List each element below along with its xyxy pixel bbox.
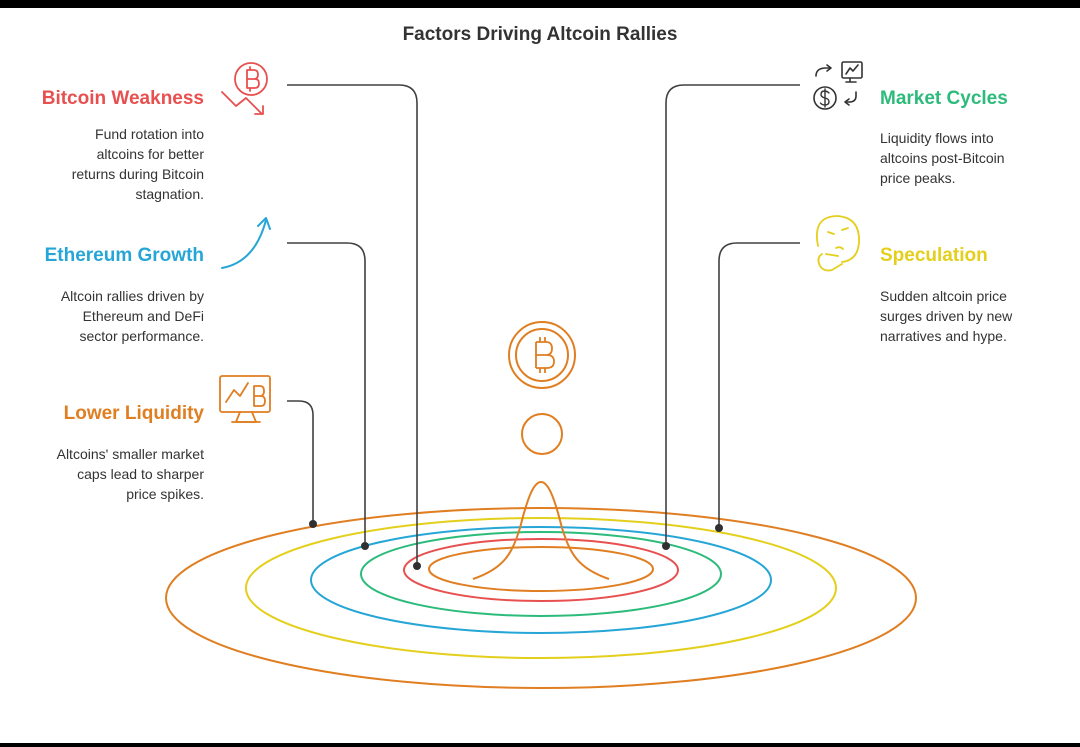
factor-heading-market-cycles: Market Cycles xyxy=(880,88,1008,110)
factor-description-market-cycles: Liquidity flows into altcoins post-Bitco… xyxy=(880,128,1005,188)
factor-heading-speculation: Speculation xyxy=(880,245,988,267)
description-line: stagnation. xyxy=(72,184,204,204)
connector-dot-market-cycles xyxy=(662,542,670,550)
bitcoin-chart-monitor-icon xyxy=(220,376,270,422)
money-cycle-icon xyxy=(814,62,862,109)
connector-bitcoin-weakness xyxy=(287,85,417,566)
factor-description-ethereum-growth: Altcoin rallies driven by Ethereum and D… xyxy=(61,286,204,346)
diagram-artwork xyxy=(0,8,1080,743)
description-line: Altcoin rallies driven by xyxy=(61,286,204,306)
ripple-ring-lower-liquidity xyxy=(166,508,916,688)
connector-dot-ethereum-growth xyxy=(361,542,369,550)
description-line: caps lead to sharper xyxy=(57,464,204,484)
diagram-title: Factors Driving Altcoin Rallies xyxy=(0,24,1080,46)
connector-ethereum-growth xyxy=(287,243,365,546)
splash-peak xyxy=(473,482,609,579)
factor-heading-bitcoin-weakness: Bitcoin Weakness xyxy=(42,88,204,110)
connector-market-cycles xyxy=(666,85,800,546)
ripple-rings xyxy=(166,482,916,688)
thinking-face-icon xyxy=(817,216,859,271)
connector-lower-liquidity xyxy=(287,401,313,524)
connector-speculation xyxy=(719,243,800,528)
connector-dot-bitcoin-weakness xyxy=(413,562,421,570)
description-line: sector performance. xyxy=(61,326,204,346)
upward-arrow-icon xyxy=(222,218,270,268)
description-line: altcoins post-Bitcoin xyxy=(880,148,1005,168)
factor-description-lower-liquidity: Altcoins' smaller market caps lead to sh… xyxy=(57,444,204,504)
factor-description-speculation: Sudden altcoin price surges driven by ne… xyxy=(880,286,1012,346)
description-line: Fund rotation into xyxy=(72,124,204,144)
ripple-ring-ethereum-growth xyxy=(311,527,771,633)
description-line: Liquidity flows into xyxy=(880,128,1005,148)
bitcoin-down-trend-icon xyxy=(222,63,267,114)
description-line: Ethereum and DeFi xyxy=(61,306,204,326)
description-line: price spikes. xyxy=(57,484,204,504)
diagram-canvas: Factors Driving Altcoin Rallies Bitcoin … xyxy=(0,8,1080,743)
bitcoin-coin-icon xyxy=(509,322,575,388)
droplet-icon xyxy=(522,414,562,454)
factor-heading-lower-liquidity: Lower Liquidity xyxy=(64,403,204,425)
description-line: surges driven by new xyxy=(880,306,1012,326)
description-line: Sudden altcoin price xyxy=(880,286,1012,306)
factor-description-bitcoin-weakness: Fund rotation into altcoins for better r… xyxy=(72,124,204,204)
connector-dot-speculation xyxy=(715,524,723,532)
description-line: price peaks. xyxy=(880,168,1005,188)
connector-dot-lower-liquidity xyxy=(309,520,317,528)
description-line: altcoins for better xyxy=(72,144,204,164)
connectors xyxy=(287,85,800,566)
ripple-ring-inner xyxy=(429,547,653,591)
factor-heading-ethereum-growth: Ethereum Growth xyxy=(45,245,204,267)
description-line: Altcoins' smaller market xyxy=(57,444,204,464)
description-line: narratives and hype. xyxy=(880,326,1012,346)
description-line: returns during Bitcoin xyxy=(72,164,204,184)
